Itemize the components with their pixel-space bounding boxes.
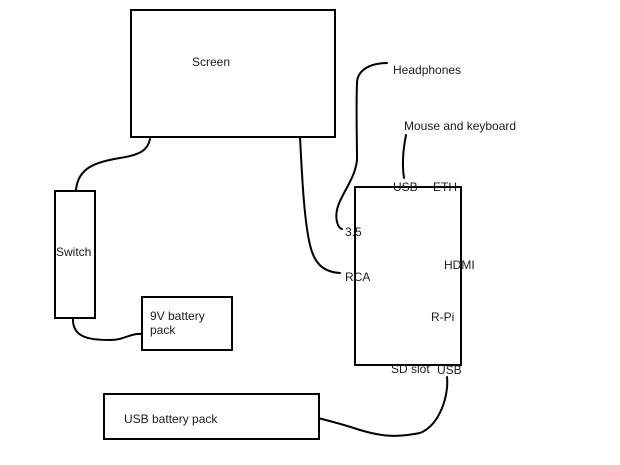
usb-battery-label: USB battery pack bbox=[124, 412, 218, 426]
mouse-keyboard-label: Mouse and keyboard bbox=[404, 119, 516, 133]
wire-screen-to-switch bbox=[75, 138, 151, 191]
wire-mouse-keyboard-to-usb bbox=[401, 134, 407, 179]
battery-9v-label-line2: pack bbox=[150, 323, 176, 337]
headphones-label: Headphones bbox=[393, 63, 461, 77]
rpi-label: R-Pi bbox=[431, 310, 454, 324]
wire-screen-to-rca bbox=[299, 136, 341, 274]
wire-headphones-to-audio bbox=[335, 62, 388, 230]
wire-switch-to-9v-battery bbox=[71, 317, 143, 342]
battery-9v-label-line1: 9V battery bbox=[150, 309, 205, 323]
battery-9v-box bbox=[141, 296, 233, 351]
port-sd-slot: SD slot bbox=[391, 362, 430, 376]
port-hdmi: HDMI bbox=[444, 258, 475, 272]
rpi-box bbox=[354, 186, 462, 366]
port-audio: 3.5 bbox=[345, 225, 362, 239]
port-rca: RCA bbox=[345, 270, 370, 284]
port-usb-bottom: USB bbox=[437, 363, 462, 377]
screen-label: Screen bbox=[192, 55, 230, 69]
wire-rpi-usb-to-usb-battery bbox=[317, 376, 449, 437]
usb-battery-box bbox=[103, 393, 320, 440]
switch-box bbox=[54, 190, 96, 319]
switch-label: Switch bbox=[56, 245, 91, 259]
port-usb-top: USB bbox=[393, 180, 418, 194]
port-eth: ETH bbox=[433, 180, 457, 194]
screen-box bbox=[130, 9, 336, 138]
